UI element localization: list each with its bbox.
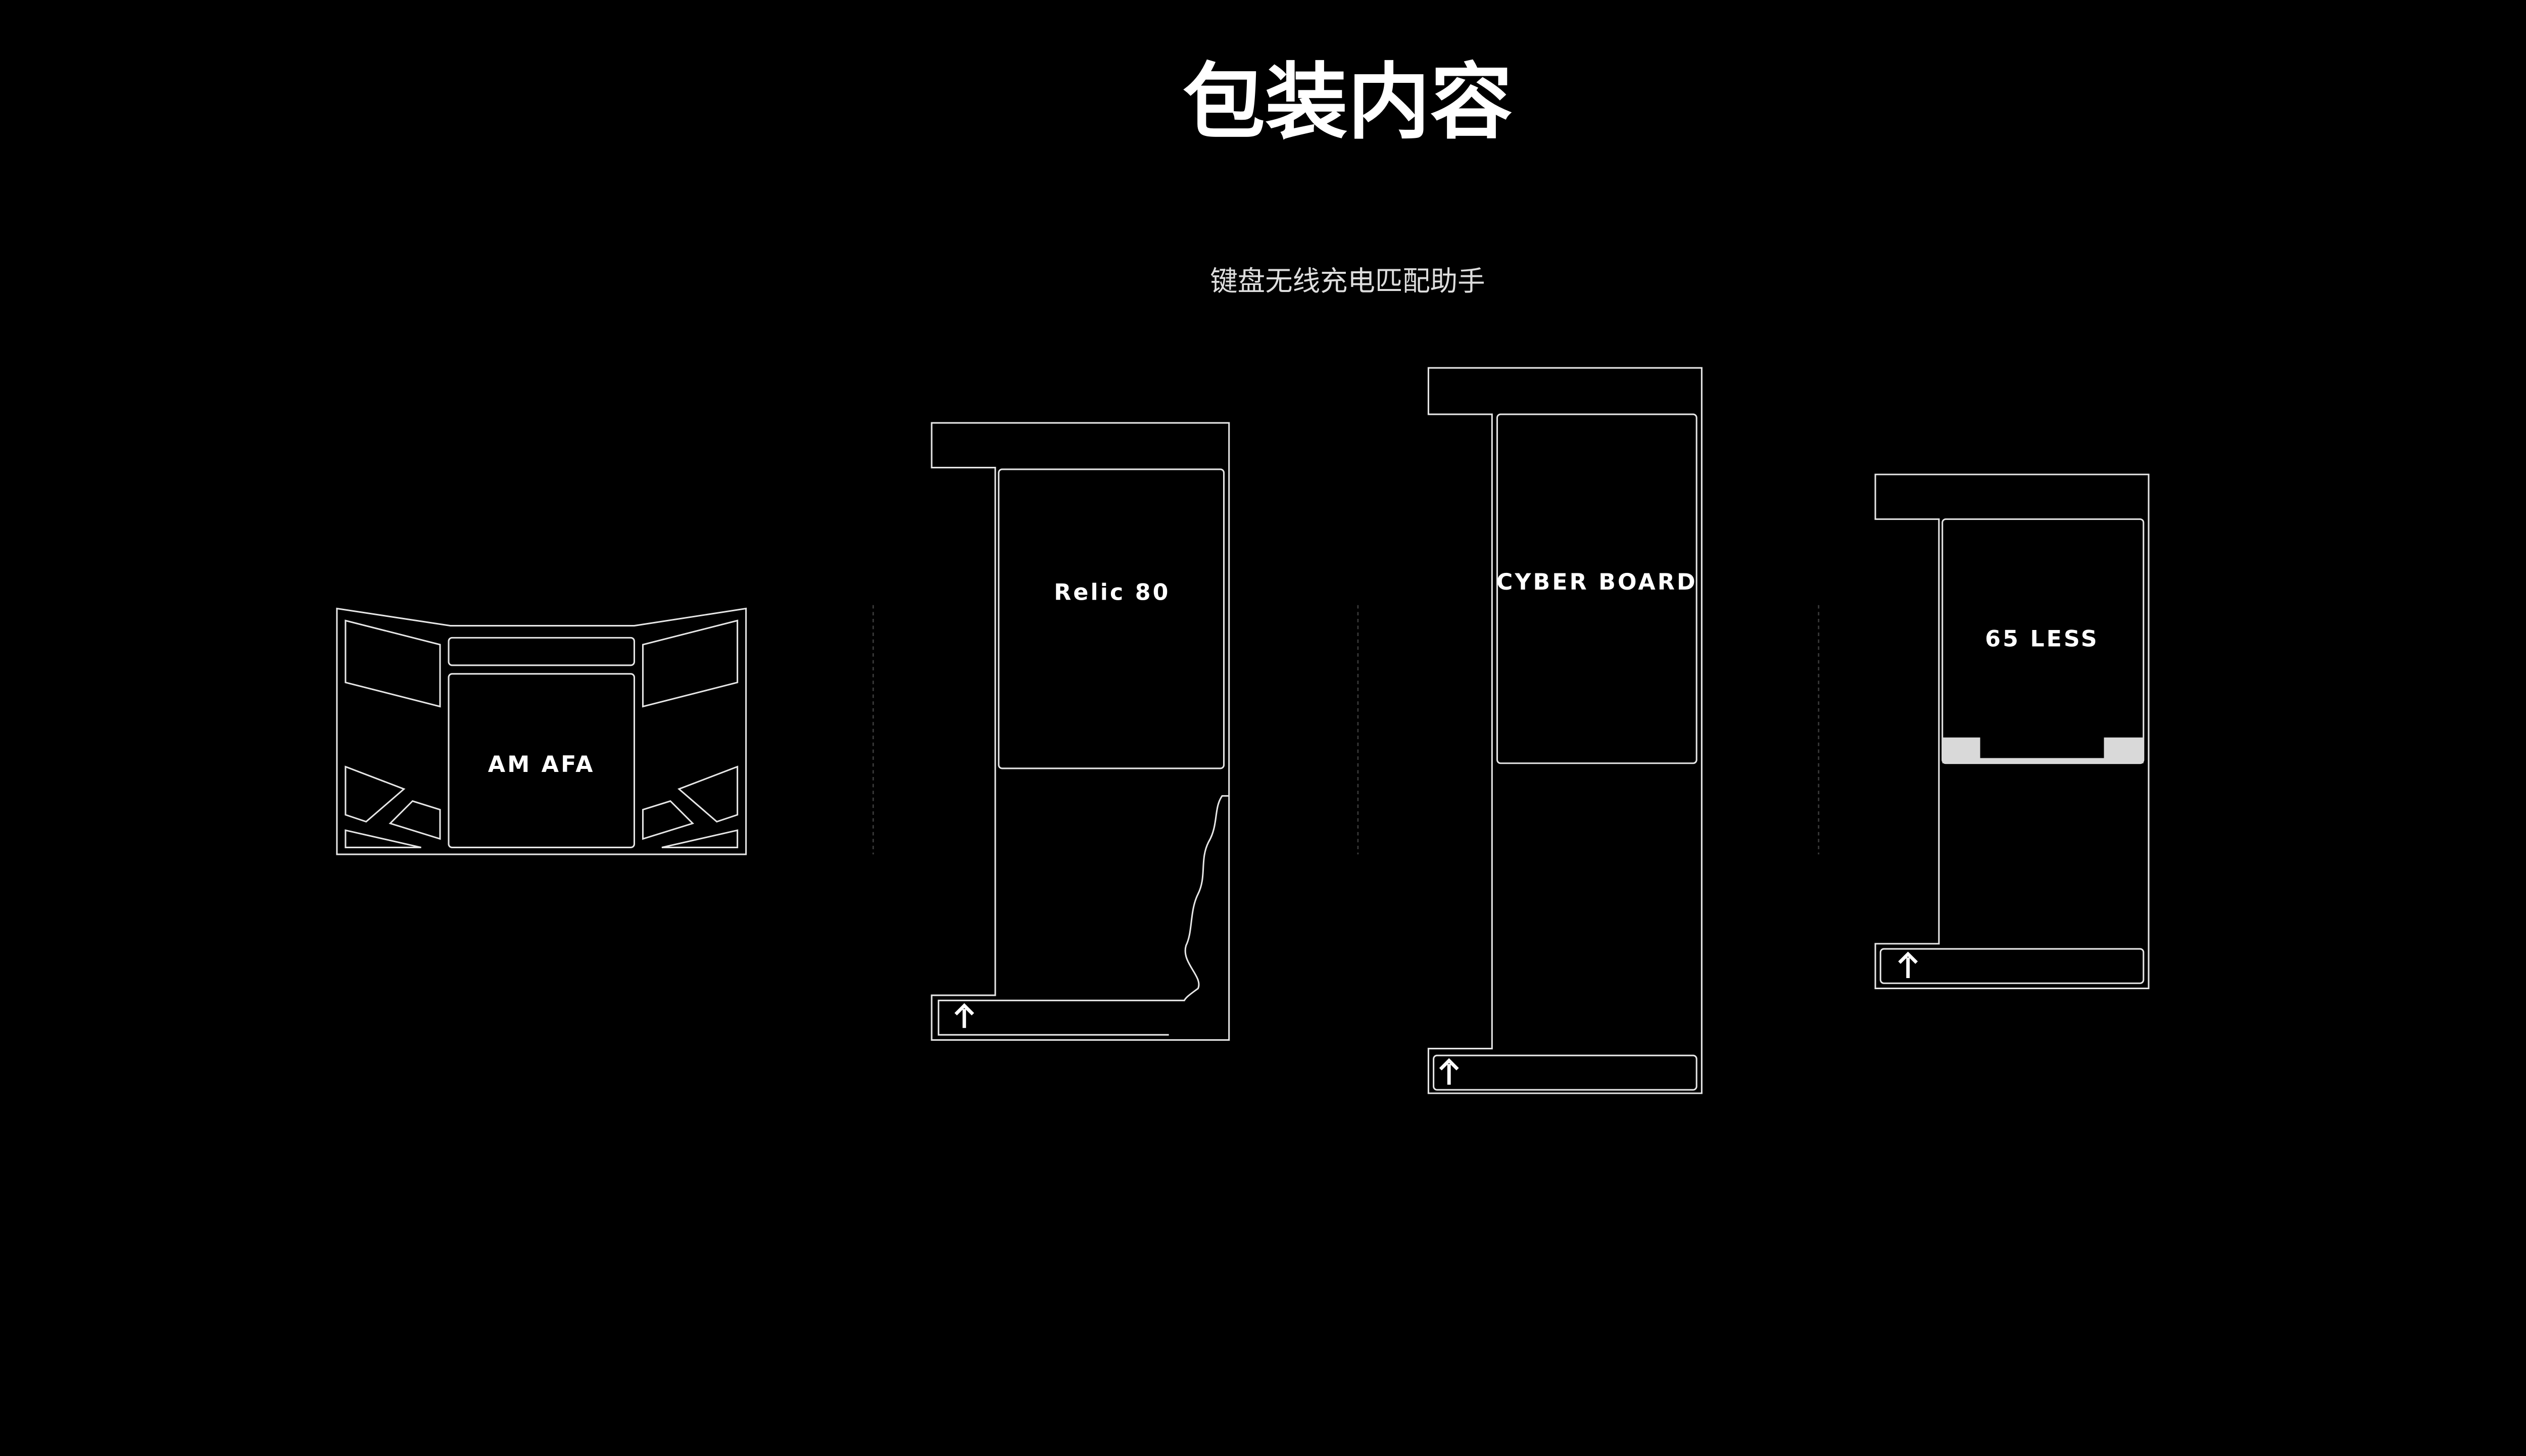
product-relic-80: Relic 80 [931,422,1230,1041]
product-label: Relic 80 [1054,580,1170,606]
product-65-less: 65 LESS [1874,473,2150,989]
separators [872,605,1820,855]
arrow-up-icon [954,1003,975,1028]
product-am-afa: AM AFA [336,607,747,855]
charging-pad [1942,737,2144,763]
section-title: 包装内容 [1183,54,1513,151]
arrow-up-icon [1439,1058,1459,1085]
product-label: 65 LESS [1985,626,2099,652]
product-label: AM AFA [488,752,595,778]
arrow-up-icon [1898,951,1918,979]
section-subtitle: 键盘无线充电匹配助手 [1210,265,1485,297]
product-cyber-board: CYBER BOARD [1427,367,1703,1094]
product-label: CYBER BOARD [1496,569,1697,595]
